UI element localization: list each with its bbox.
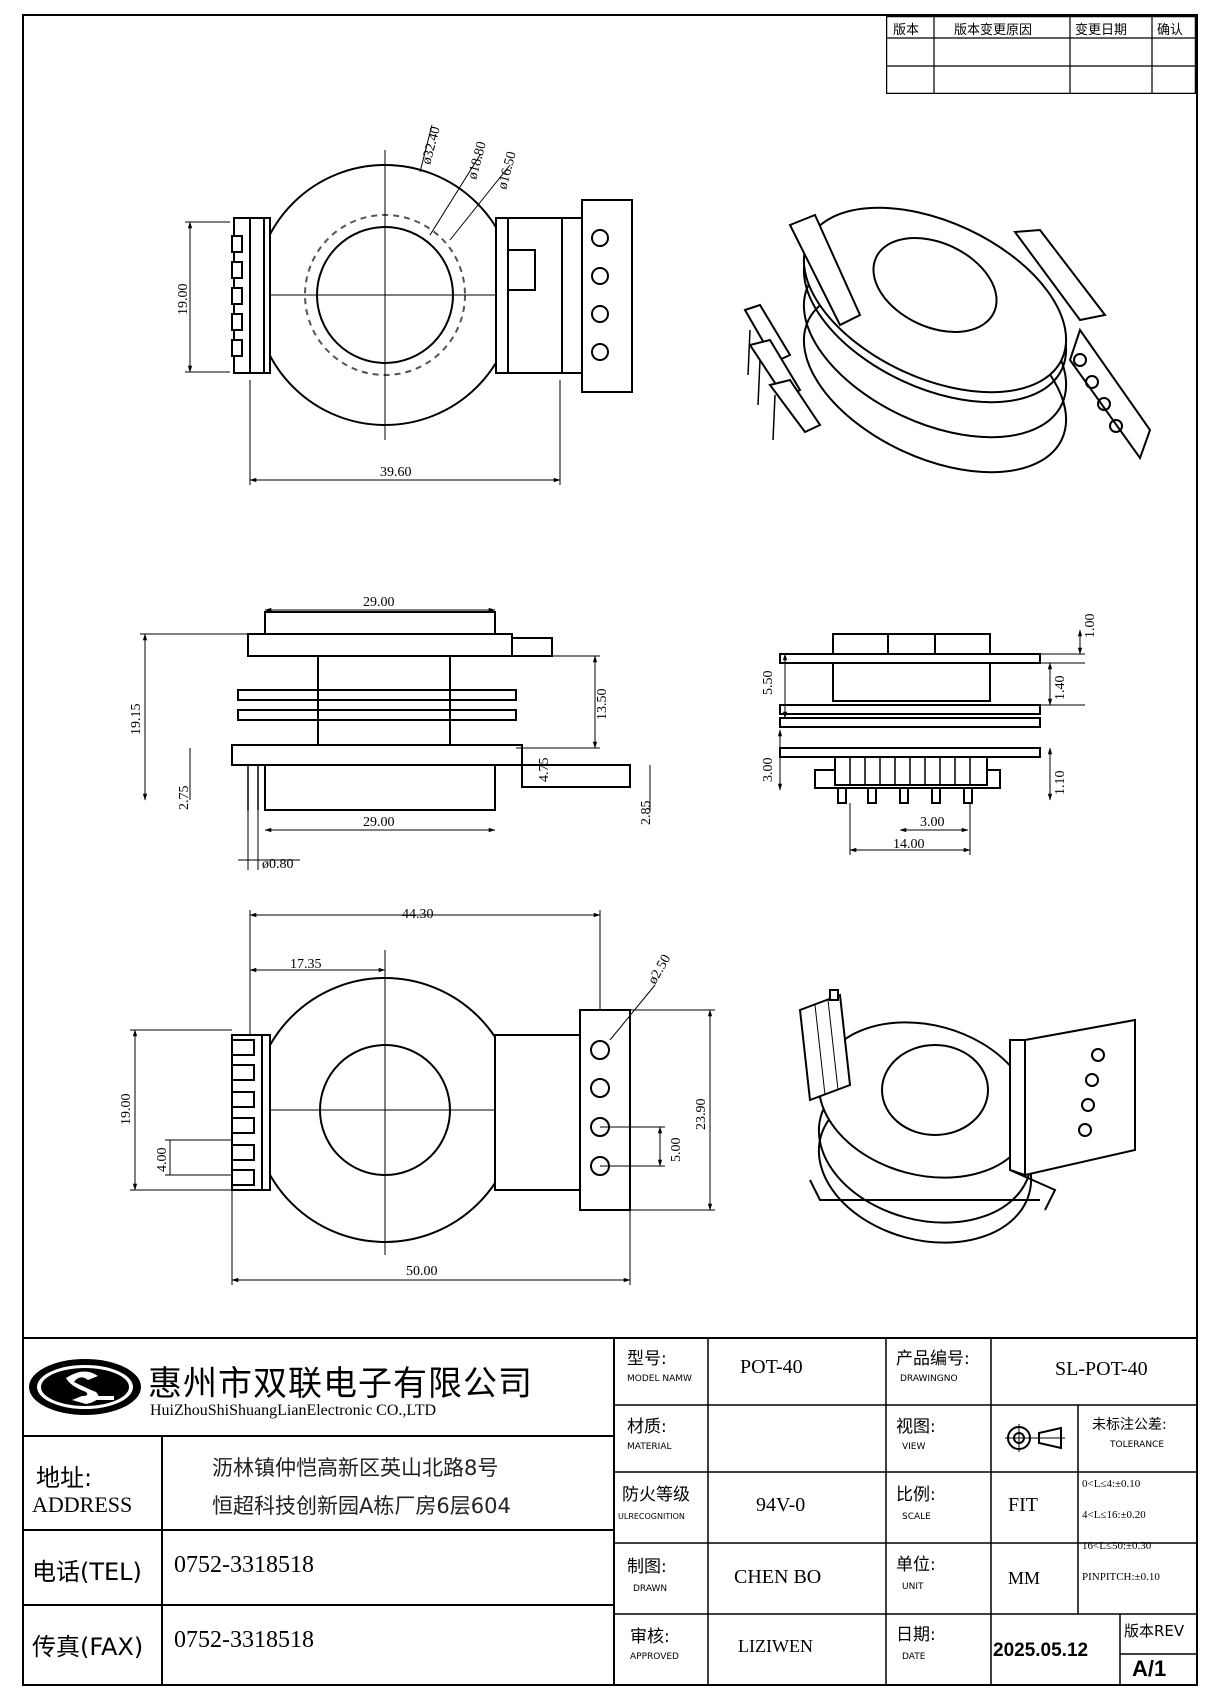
dim-bottom-width: 50.00	[406, 1264, 438, 1279]
tolerance-line: 16<L≤50:±0.30	[1082, 1540, 1152, 1552]
front-view	[140, 607, 651, 870]
dim-front-bottom: 29.00	[363, 815, 395, 830]
company-logo	[26, 1356, 144, 1418]
date-value: 2025.05.12	[993, 1640, 1089, 1661]
dim-front-pindia: ø0.80	[262, 857, 294, 872]
drawing-frame	[22, 14, 1198, 1686]
fire-label: 防火等级	[622, 1485, 690, 1505]
fax-label: 传真(FAX)	[32, 1633, 144, 1661]
dim-bottom-total: 44.30	[402, 907, 434, 922]
tel-label: 电话(TEL)	[32, 1558, 142, 1586]
dim-bottom-side: 23.90	[694, 1099, 709, 1131]
dim-bottom-pitch: 5.00	[669, 1138, 684, 1163]
dim-front-top: 29.00	[363, 595, 395, 610]
scale-label-en: SCALE	[902, 1512, 931, 1522]
dim-front-small: 2.75	[177, 786, 192, 811]
fire-value: 94V-0	[756, 1494, 806, 1516]
date-label-en: DATE	[902, 1652, 926, 1662]
top-view	[185, 124, 633, 485]
approved-label: 审核:	[630, 1627, 670, 1647]
dim-side-h3: 3.00	[761, 758, 776, 783]
rev-header-date: 变更日期	[1075, 23, 1128, 38]
dim-side-span: 14.00	[893, 837, 925, 852]
unit-value: MM	[1008, 1568, 1041, 1588]
iso-view-top	[743, 206, 1152, 474]
drawing-no-label-en: DRAWINGNO	[900, 1374, 958, 1384]
drawing-no-label: 产品编号:	[896, 1349, 970, 1369]
model-label-en: MODEL NAMW	[627, 1374, 692, 1384]
model-label: 型号:	[627, 1349, 667, 1369]
tolerance-line: 4<L≤16:±0.20	[1082, 1509, 1146, 1521]
tolerance-line: PINPITCH:±0.10	[1082, 1571, 1160, 1583]
view-label: 视图:	[896, 1417, 936, 1437]
dim-side-pitch: 3.00	[920, 815, 945, 830]
dim-front-stub: 4.75	[537, 758, 552, 783]
tolerance-label-en: TOLERANCE	[1110, 1440, 1165, 1450]
bottom-view	[130, 910, 715, 1285]
address-label: 地址:	[36, 1464, 93, 1492]
tolerance-label: 未标注公差:	[1092, 1417, 1167, 1433]
dim-top-w: 39.60	[380, 465, 412, 480]
dim-side-top: 1.00	[1083, 614, 1098, 639]
drawn-label: 制图:	[627, 1557, 667, 1577]
model-value: POT-40	[740, 1356, 803, 1378]
dim-side-h4: 1.10	[1053, 771, 1068, 796]
rev-header-version: 版本	[893, 23, 920, 38]
dim-top-h: 19.00	[176, 284, 191, 316]
fax-value: 0752-3318518	[174, 1627, 314, 1653]
address-label-en: ADDRESS	[32, 1492, 133, 1517]
projection-symbol-icon	[1003, 1420, 1067, 1456]
unit-label-en: UNIT	[902, 1582, 924, 1592]
rev-value: A/1	[1132, 1656, 1167, 1681]
dim-side-h2: 1.40	[1053, 676, 1068, 701]
address-line1: 沥林镇仲恺高新区英山北路8号	[212, 1456, 499, 1480]
side-view	[777, 629, 1085, 855]
dim-front-total: 19.15	[129, 704, 144, 736]
dim-bottom-h: 19.00	[119, 1094, 134, 1126]
dim-front-pinlen: 2.85	[639, 801, 654, 826]
dim-side-h1: 5.50	[761, 671, 776, 696]
dim-bottom-small: 4.00	[155, 1148, 170, 1173]
scale-value: FIT	[1008, 1494, 1038, 1516]
fire-label-en: ULRECOGNITION	[618, 1512, 685, 1521]
iso-view-bottom	[798, 989, 1136, 1244]
address-line2: 恒超科技创新园A栋厂房6层604	[212, 1494, 511, 1518]
tel-value: 0752-3318518	[174, 1552, 314, 1578]
date-label: 日期:	[896, 1625, 936, 1645]
view-label-en: VIEW	[902, 1442, 926, 1452]
material-label-en: MATERIAL	[627, 1442, 672, 1452]
drawn-value: CHEN BO	[734, 1566, 822, 1588]
rev-label: 版本REV	[1124, 1622, 1185, 1640]
approved-value: LIZIWEN	[738, 1636, 813, 1656]
material-label: 材质:	[627, 1417, 667, 1437]
rev-header-confirm: 确认	[1157, 23, 1184, 38]
drawing-no-value: SL-POT-40	[1055, 1358, 1148, 1380]
company-name-cn: 惠州市双联电子有限公司	[148, 1364, 533, 1404]
technical-drawing: ø32.40 ø18.80 ø16.50 19.00 39.60 29.00 2…	[119, 124, 1152, 1285]
dim-bottom-center: 17.35	[290, 957, 322, 972]
approved-label-en: APPROVED	[630, 1652, 679, 1662]
scale-label: 比例:	[896, 1485, 936, 1505]
company-name-en: HuiZhouShiShuangLianElectronic CO.,LTD	[150, 1402, 437, 1419]
dim-front-inner: 13.50	[595, 689, 610, 721]
revision-table: 版本 版本变更原因 变更日期 确认	[886, 16, 1196, 94]
tolerance-line: 0<L≤4:±0.10	[1082, 1478, 1141, 1490]
rev-header-reason: 版本变更原因	[954, 23, 1033, 38]
drawn-label-en: DRAWN	[633, 1584, 668, 1594]
unit-label: 单位:	[896, 1555, 936, 1575]
